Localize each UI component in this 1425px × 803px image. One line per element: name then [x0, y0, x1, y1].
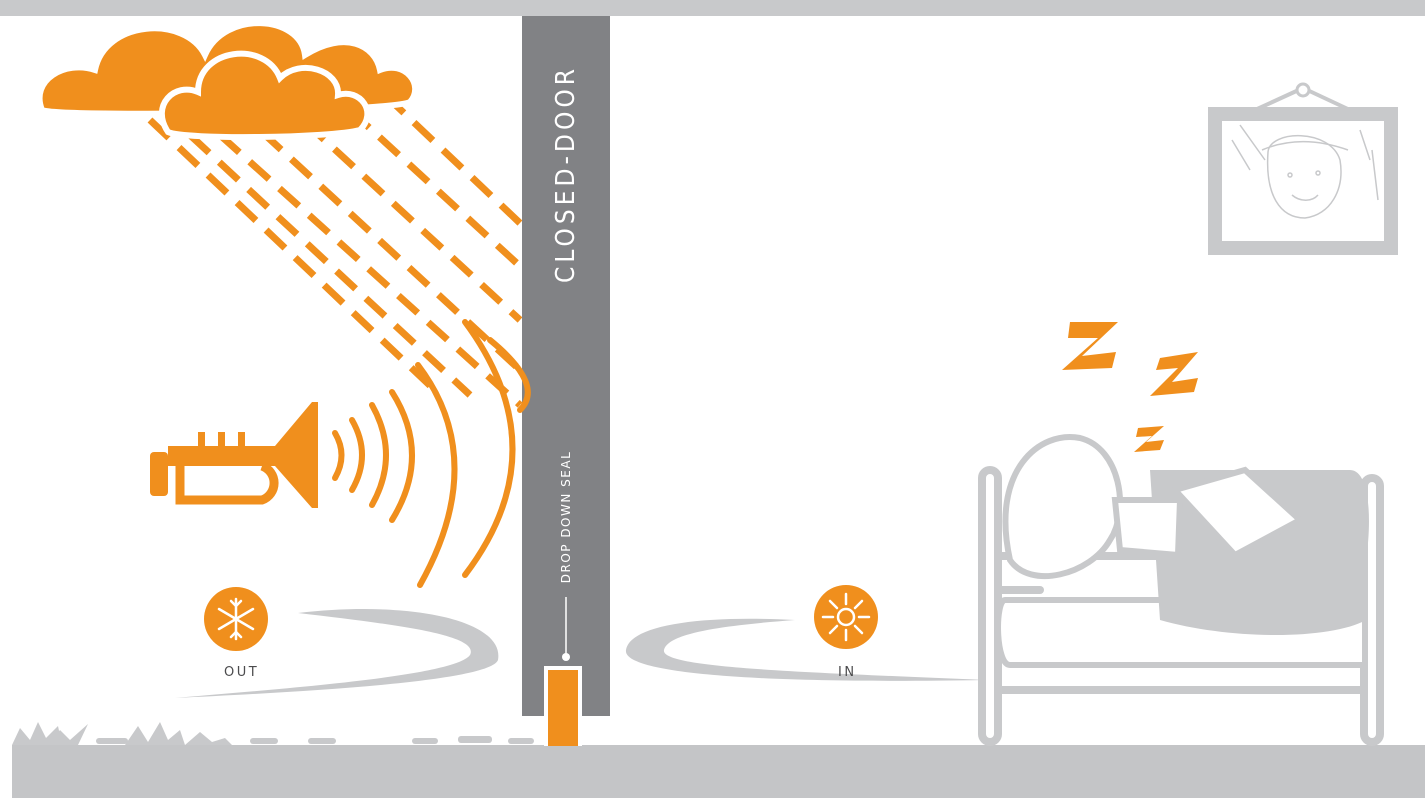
ceiling-bar — [0, 0, 1425, 16]
sun-icon — [814, 585, 878, 649]
seal-label: DROP DOWN SEAL — [559, 451, 573, 584]
trumpet-icon — [150, 402, 318, 508]
seal-pointer-dot — [562, 653, 570, 661]
rain-cloud-icon — [40, 23, 416, 137]
drop-down-seal — [548, 670, 578, 746]
inside-label: IN — [838, 665, 857, 680]
floor — [12, 745, 1425, 798]
snowflake-icon — [204, 587, 268, 651]
portrait-frame — [1208, 84, 1398, 255]
outside-label: OUT — [224, 665, 259, 680]
rain-streaks — [150, 95, 522, 405]
airflow-inside — [626, 619, 985, 681]
zzz-icon — [1062, 322, 1198, 452]
door-title: CLOSED-DOOR — [551, 65, 581, 283]
